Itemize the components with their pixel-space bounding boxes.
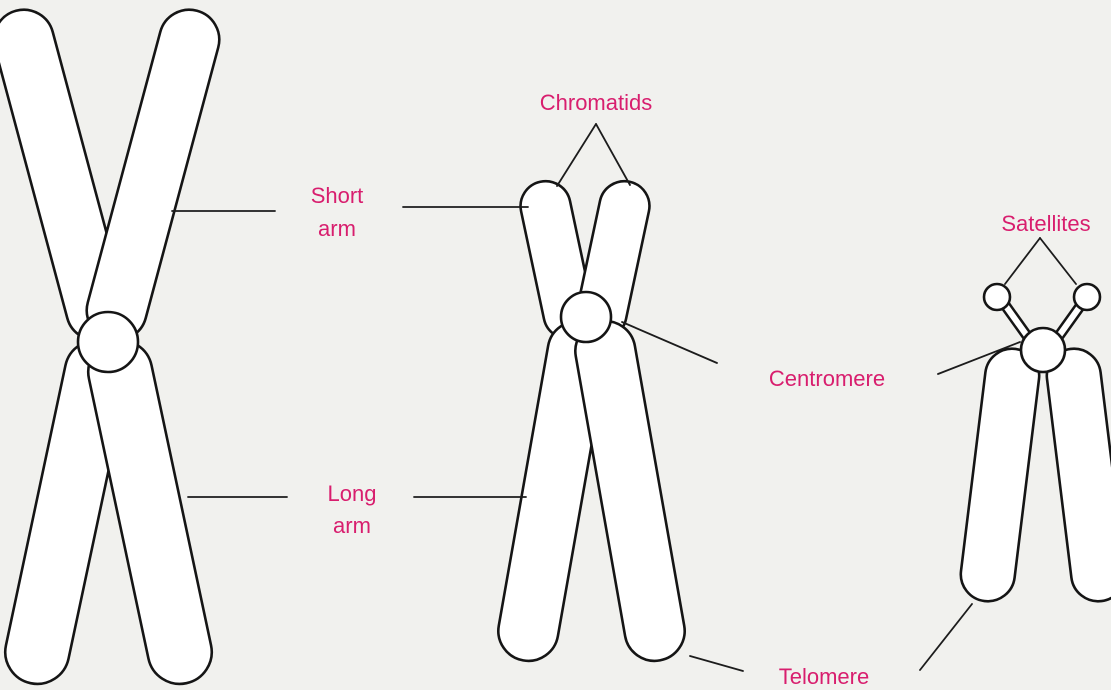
telomere-pointer (920, 604, 972, 670)
centromere-circle (78, 312, 138, 372)
satellite (984, 284, 1010, 310)
satellite (1074, 284, 1100, 310)
long-arm-label: arm (333, 513, 371, 538)
chromatids-pointer (596, 124, 630, 185)
chromatid-arm (80, 3, 226, 347)
telomere-label: Telomere (779, 664, 869, 689)
chromosome-acrocentric (958, 284, 1111, 604)
centromere-circle (1021, 328, 1065, 372)
chromatids-pointer (557, 124, 596, 186)
chromatid-arm (82, 334, 217, 690)
labels: Chromatids Short arm Long arm Centromere… (311, 90, 1091, 689)
centromere-circle (561, 292, 611, 342)
satellites-pointer (1005, 238, 1040, 284)
chromatids-label: Chromatids (540, 90, 652, 115)
satellites-pointer (1040, 238, 1076, 284)
long-arm-label: Long (328, 481, 377, 506)
telomere-pointer (690, 656, 743, 671)
chromosome-metacentric (0, 3, 226, 690)
chromosome-submetacentric (494, 177, 690, 666)
chromatid-arm (571, 316, 690, 665)
chromatid-arm (958, 346, 1043, 605)
short-arm-label: Short (311, 183, 364, 208)
satellites-label: Satellites (1001, 211, 1090, 236)
short-arm-label: arm (318, 216, 356, 241)
centromere-label: Centromere (769, 366, 885, 391)
chromatid-arm (1044, 346, 1111, 605)
